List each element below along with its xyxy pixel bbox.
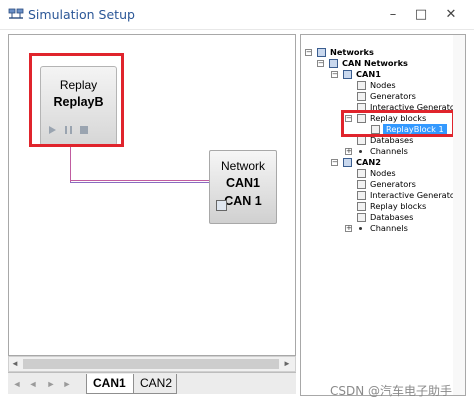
tree-item-can2-channels[interactable]: + Channels xyxy=(345,223,453,234)
networks-icon xyxy=(317,48,326,57)
tree-toggle-icon[interactable]: − xyxy=(331,70,338,78)
scroll-left-arrow-icon[interactable]: ◄ xyxy=(11,359,19,368)
interactive-generators-icon xyxy=(357,191,366,200)
tree-item-can-networks[interactable]: − CAN Networks xyxy=(317,58,447,69)
tree-item-label: Channels xyxy=(370,223,408,233)
stop-icon[interactable] xyxy=(80,126,88,134)
tree-item-networks[interactable]: − Networks xyxy=(305,47,445,58)
title-bar: Simulation Setup – □ ✕ xyxy=(0,0,474,30)
close-button[interactable]: ✕ xyxy=(445,7,457,22)
connection-line-secondary[interactable] xyxy=(70,182,210,183)
replay-block[interactable]: Replay ReplayB xyxy=(40,66,117,146)
tree-item-can2-generators[interactable]: Generators xyxy=(357,179,453,190)
minimize-button[interactable]: – xyxy=(389,7,397,22)
tree-item-label: Generators xyxy=(370,91,416,101)
tree-item-label: Replay blocks xyxy=(370,201,427,211)
nodes-icon xyxy=(357,169,366,178)
tree-item-can1-channels[interactable]: + Channels xyxy=(345,146,453,157)
tab-can2[interactable]: CAN2 xyxy=(133,374,177,394)
network-block-subtitle: CAN 1 xyxy=(224,194,262,208)
tree-toggle-icon[interactable]: − xyxy=(345,114,352,122)
database-icon xyxy=(216,200,227,211)
tree-toggle-icon[interactable]: − xyxy=(305,48,312,56)
nodes-icon xyxy=(357,81,366,90)
pause-icon[interactable] xyxy=(65,126,72,134)
first-tab-arrow-icon[interactable]: ◄ xyxy=(12,379,22,389)
tree-vertical-scrollbar[interactable] xyxy=(453,35,465,395)
last-tab-arrow-icon[interactable]: ► xyxy=(62,379,72,389)
tree-item-label: Interactive Generators xyxy=(370,102,463,112)
tree-item-label: Generators xyxy=(370,179,416,189)
network-tree-panel[interactable]: − Networks − CAN Networks − CAN1 Nodes G… xyxy=(300,34,466,396)
tree-item-replay-block-1[interactable]: ReplayBlock 1 xyxy=(371,124,453,135)
window-title: Simulation Setup xyxy=(28,7,135,22)
next-tab-arrow-icon[interactable]: ► xyxy=(46,379,56,389)
tree-item-label: Databases xyxy=(370,212,414,222)
simulation-canvas[interactable]: Replay ReplayB Network CAN1 CAN 1 xyxy=(8,34,296,356)
channels-icon xyxy=(359,150,362,153)
maximize-button[interactable]: □ xyxy=(414,7,428,22)
tree-item-can2-databases[interactable]: Databases xyxy=(357,212,453,223)
channels-icon xyxy=(359,227,362,230)
tree-item-label: Databases xyxy=(370,135,414,145)
tree-toggle-icon[interactable]: − xyxy=(331,158,338,166)
play-icon[interactable] xyxy=(49,126,56,134)
tree-item-label: Replay blocks xyxy=(370,113,427,123)
tree-item-label: Nodes xyxy=(370,168,396,178)
databases-icon xyxy=(357,136,366,145)
tree-item-can1-replay-blocks[interactable]: − Replay blocks xyxy=(345,113,453,124)
tree-toggle-icon[interactable]: − xyxy=(317,59,324,67)
tree-item-can1-generators[interactable]: Generators xyxy=(357,91,453,102)
generators-icon xyxy=(357,92,366,101)
network-block-title: Network xyxy=(220,159,265,173)
scroll-right-arrow-icon[interactable]: ► xyxy=(283,359,291,368)
tree-item-label: Interactive Generators xyxy=(370,190,463,200)
tree-item-label: CAN2 xyxy=(356,157,381,167)
tree-item-label: Networks xyxy=(330,47,374,57)
replay-block-name: ReplayB xyxy=(53,95,104,109)
tree-item-label: Channels xyxy=(370,146,408,156)
tree-item-can2-interactive-generators[interactable]: Interactive Generators xyxy=(357,190,463,201)
bus-icon xyxy=(343,70,352,79)
replay-blocks-icon xyxy=(357,114,366,123)
tree-toggle-icon[interactable]: + xyxy=(345,147,352,155)
watermark: CSDN @汽车电子助手 xyxy=(330,384,453,398)
tree-item-label: CAN Networks xyxy=(342,58,408,68)
horizontal-scrollbar[interactable]: ◄ ► xyxy=(8,356,296,372)
tree-item-can1[interactable]: − CAN1 xyxy=(331,69,449,80)
tree-item-can2[interactable]: − CAN2 xyxy=(331,157,449,168)
scrollbar-thumb[interactable] xyxy=(23,359,279,369)
connection-line[interactable] xyxy=(70,180,210,181)
tree-item-can2-nodes[interactable]: Nodes xyxy=(357,168,453,179)
network-block[interactable]: Network CAN1 CAN 1 xyxy=(209,150,277,224)
network-tree: − Networks − CAN Networks − CAN1 Nodes G… xyxy=(301,35,465,395)
tree-item-label: CAN1 xyxy=(356,69,381,79)
connection-line-vertical xyxy=(70,146,71,182)
generators-icon xyxy=(357,180,366,189)
tree-item-can1-nodes[interactable]: Nodes xyxy=(357,80,453,91)
tree-item-can2-replay-blocks[interactable]: Replay blocks xyxy=(357,201,453,212)
replay-controls xyxy=(49,125,109,137)
tab-can1[interactable]: CAN1 xyxy=(86,374,134,394)
replay-block-icon xyxy=(371,125,380,134)
network-block-bus: CAN1 xyxy=(225,176,261,190)
highlight-box-replay-tree xyxy=(341,110,455,137)
network-app-icon xyxy=(8,8,24,19)
prev-tab-arrow-icon[interactable]: ◄ xyxy=(28,379,38,389)
bus-tabs-bar: ◄ ◄ ► ► CAN1 CAN2 xyxy=(8,372,296,394)
tree-toggle-icon[interactable]: + xyxy=(345,224,352,232)
highlight-box-replay-block xyxy=(29,53,124,147)
tree-item-label: Nodes xyxy=(370,80,396,90)
databases-icon xyxy=(357,213,366,222)
tree-item-label-selected: ReplayBlock 1 xyxy=(383,124,447,135)
replay-blocks-icon xyxy=(357,202,366,211)
replay-block-title: Replay xyxy=(59,78,98,92)
bus-icon xyxy=(343,158,352,167)
can-networks-icon xyxy=(329,59,338,68)
